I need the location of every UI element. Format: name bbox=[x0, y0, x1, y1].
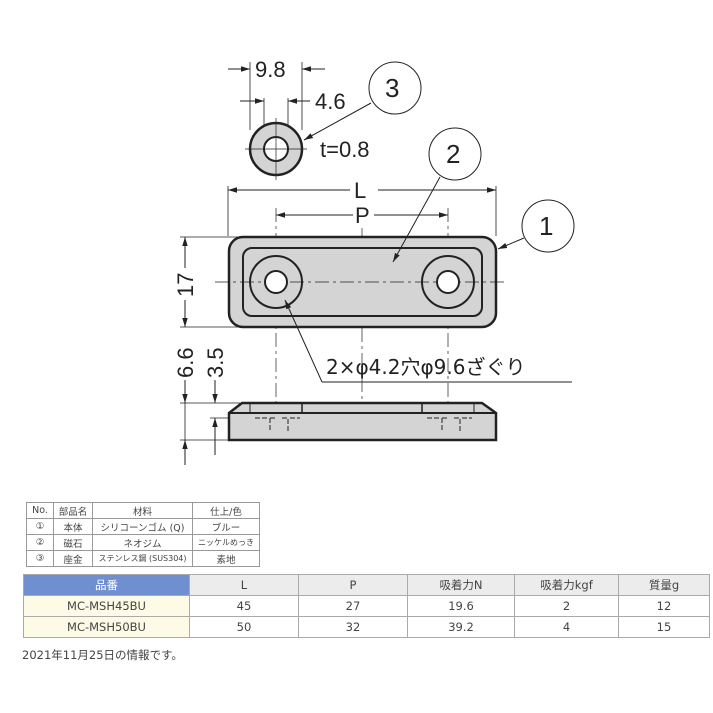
washer-inner-dim: 4.6 bbox=[315, 89, 346, 114]
parts-name: 磁石 bbox=[53, 534, 93, 551]
parts-row: ② 磁石 ネオジム ニッケルめっき bbox=[26, 534, 260, 551]
height-dim-3-5: 3.5 bbox=[203, 347, 228, 378]
parts-finish: ニッケルめっき bbox=[192, 534, 260, 551]
spec-header-mass: 質量g bbox=[618, 574, 710, 596]
parts-row: ① 本体 シリコーンゴム (Q) ブルー bbox=[26, 518, 260, 535]
parts-row: ③ 座金 ステンレス鋼 (SUS304) 素地 bbox=[26, 550, 260, 567]
parts-header-finish: 仕上/色 bbox=[192, 502, 260, 519]
pitch-label: P bbox=[355, 203, 370, 228]
callout-3: 3 bbox=[385, 73, 399, 103]
parts-header-name: 部品名 bbox=[53, 502, 93, 519]
spec-l: 45 bbox=[189, 595, 299, 617]
spec-row: MC-MSH45BU 45 27 19.6 2 12 bbox=[23, 595, 710, 617]
parts-header-material: 材料 bbox=[92, 502, 193, 519]
parts-name: 本体 bbox=[53, 518, 93, 535]
parts-material: ネオジム bbox=[92, 534, 193, 551]
spec-header-row: 品番 L P 吸着力N 吸着力kgf 質量g bbox=[23, 574, 710, 596]
spec-p: 27 bbox=[298, 595, 408, 617]
spec-header-force-kgf: 吸着力kgf bbox=[514, 574, 619, 596]
parts-header-no: No. bbox=[26, 502, 54, 519]
parts-material: シリコーンゴム (Q) bbox=[92, 518, 193, 535]
spec-header-l: L bbox=[189, 574, 299, 596]
length-label: L bbox=[354, 178, 366, 203]
technical-drawing: 9.8 4.6 t=0.8 3 bbox=[173, 57, 575, 465]
spec-header-p: P bbox=[298, 574, 408, 596]
washer-outer-dim: 9.8 bbox=[255, 57, 286, 82]
side-view bbox=[180, 380, 498, 465]
spec-force-kgf: 2 bbox=[514, 595, 619, 617]
top-view bbox=[180, 127, 575, 440]
spec-l: 50 bbox=[189, 616, 299, 638]
parts-table: No. 部品名 材料 仕上/色 ① 本体 シリコーンゴム (Q) ブルー ② 磁… bbox=[26, 502, 260, 567]
height-dim-6-6: 6.6 bbox=[173, 347, 198, 378]
callout-1: 1 bbox=[539, 211, 553, 241]
spec-p: 32 bbox=[298, 616, 408, 638]
spec-row: MC-MSH50BU 50 32 39.2 4 15 bbox=[23, 616, 710, 638]
parts-no: ③ bbox=[26, 550, 54, 567]
parts-finish: 素地 bbox=[192, 550, 260, 567]
spec-mass: 15 bbox=[618, 616, 710, 638]
hole-note: 2×φ4.2穴φ9.6ざぐり bbox=[326, 355, 525, 379]
height-dim-17: 17 bbox=[173, 273, 198, 297]
spec-header-part-no: 品番 bbox=[23, 574, 190, 596]
parts-name: 座金 bbox=[53, 550, 93, 567]
spec-part-no: MC-MSH45BU bbox=[23, 595, 190, 617]
spec-table: 品番 L P 吸着力N 吸着力kgf 質量g MC-MSH45BU 45 27 … bbox=[23, 574, 710, 638]
spec-force-n: 39.2 bbox=[407, 616, 515, 638]
parts-no: ② bbox=[26, 534, 54, 551]
washer-view bbox=[228, 61, 422, 180]
spec-header-force-n: 吸着力N bbox=[407, 574, 515, 596]
washer-thickness: t=0.8 bbox=[320, 137, 370, 162]
parts-no: ① bbox=[26, 518, 54, 535]
callout-2: 2 bbox=[446, 139, 460, 169]
spec-mass: 12 bbox=[618, 595, 710, 617]
spec-part-no: MC-MSH50BU bbox=[23, 616, 190, 638]
parts-material: ステンレス鋼 (SUS304) bbox=[92, 550, 193, 567]
parts-finish: ブルー bbox=[192, 518, 260, 535]
spec-force-kgf: 4 bbox=[514, 616, 619, 638]
info-date-note: 2021年11月25日の情報です。 bbox=[22, 648, 183, 662]
spec-force-n: 19.6 bbox=[407, 595, 515, 617]
parts-header-row: No. 部品名 材料 仕上/色 bbox=[26, 502, 260, 519]
